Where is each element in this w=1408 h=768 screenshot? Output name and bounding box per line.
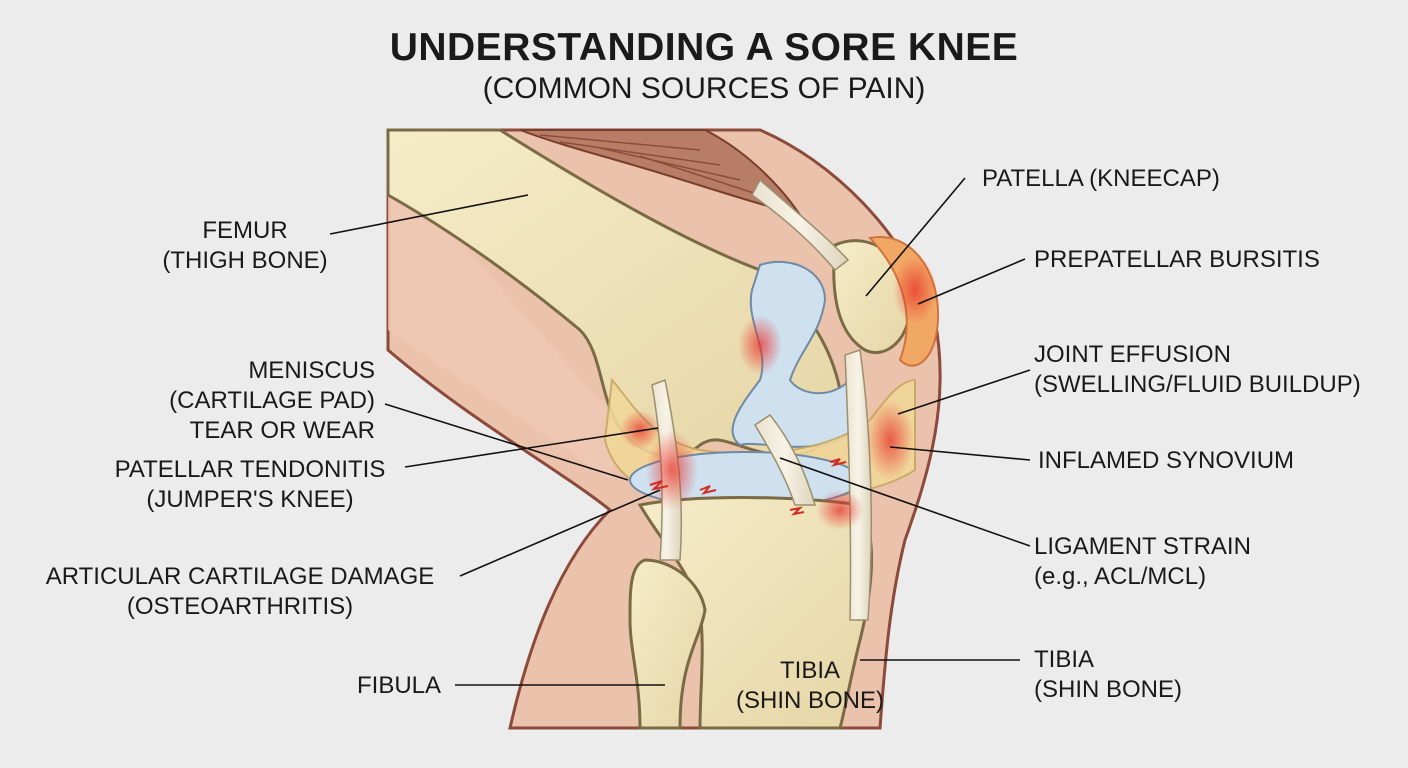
label-meniscus: MENISCUS (CARTILAGE PAD) TEAR OR WEAR	[169, 357, 375, 444]
label-ligament-strain: LIGAMENT STRAIN (e.g., ACL/MCL)	[1034, 533, 1251, 590]
label-patella: PATELLA (KNEECAP)	[982, 165, 1220, 192]
inflammation-bursa	[893, 256, 937, 324]
inflammation-ligament	[816, 490, 864, 530]
diagram-title: UNDERSTANDING A SORE KNEE	[389, 26, 1019, 69]
label-joint-effusion: JOINT EFFUSION (SWELLING/FLUID BUILDUP)	[1034, 341, 1361, 398]
fibula-bone	[628, 558, 707, 730]
inflammation-synovium	[866, 400, 914, 480]
label-inflamed-synovium: INFLAMED SYNOVIUM	[1038, 447, 1295, 474]
label-articular-cartilage: ARTICULAR CARTILAGE DAMAGE (OSTEOARTHRIT…	[45, 563, 435, 620]
leader-lines	[329, 177, 1031, 686]
tear-marks	[649, 458, 847, 516]
label-tibia-right: TIBIA (SHIN BONE)	[1034, 646, 1183, 703]
skin-upper-band	[388, 160, 620, 480]
label-femur: FEMUR (THIGH BONE)	[162, 217, 328, 274]
label-tibia-center: TIBIA (SHIN BONE)	[735, 657, 884, 714]
quadriceps-muscle	[519, 129, 803, 217]
diagram-subtitle: (COMMON SOURCES OF PAIN)	[482, 72, 926, 105]
quadriceps-tendon	[751, 178, 850, 272]
inflammation-cartilage	[738, 315, 782, 375]
femur-bone	[386, 128, 843, 458]
label-fibula: FIBULA	[357, 672, 442, 699]
label-prepatellar-bursitis: PREPATELLAR BURSITIS	[1034, 246, 1320, 273]
label-patellar-tendonitis: PATELLAR TENDONITIS (JUMPER'S KNEE)	[114, 456, 386, 513]
